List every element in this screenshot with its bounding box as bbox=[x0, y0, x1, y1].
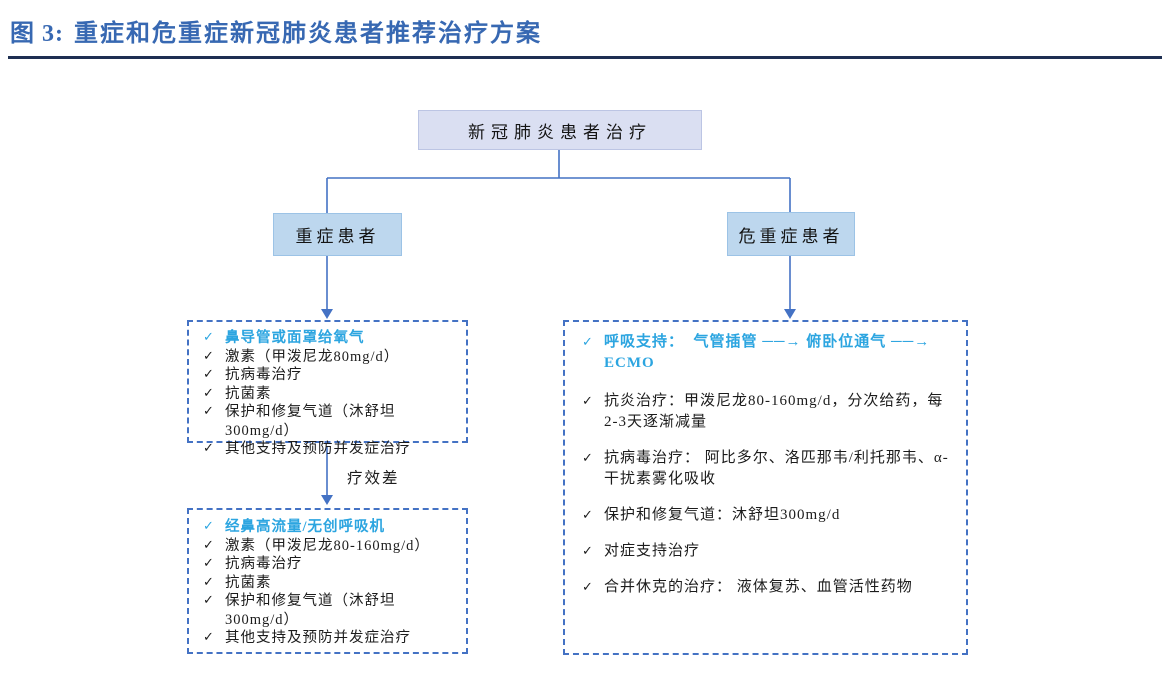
checkmark-icon: ✓ bbox=[582, 394, 593, 409]
root-node: 新冠肺炎患者治疗 bbox=[418, 110, 702, 150]
figure-number-label: 图 3: bbox=[10, 21, 64, 47]
checkmark-icon: ✓ bbox=[582, 508, 593, 523]
critical-treatment-box: ✓ 呼吸支持： 气管插管 ──→ 俯卧位通气 ──→ ECMO ✓ 抗炎治疗：甲… bbox=[563, 320, 968, 655]
tree-connector-lines bbox=[326, 150, 791, 213]
treatment-item-text: 抗炎治疗：甲泼尼龙80-160mg/d，分次给药，每2-3天逐渐减量 bbox=[604, 393, 944, 430]
critical-branch-label: 危重症患者 bbox=[738, 226, 844, 246]
checkmark-icon: ✓ bbox=[203, 537, 214, 553]
treatment-item: ✓ 抗菌素 bbox=[198, 385, 460, 404]
treatment-item: ✓ 鼻导管或面罩给氧气 bbox=[198, 329, 460, 348]
treatment-item-text: 合并休克的治疗： 液体复苏、血管活性药物 bbox=[604, 579, 913, 595]
checkmark-icon: ✓ bbox=[203, 593, 214, 608]
treatment-item-text: 保护和修复气道（沐舒坦300mg/d） bbox=[225, 593, 396, 628]
treatment-item: ✓ 其他支持及预防并发症治疗 bbox=[198, 629, 460, 648]
title-divider-rule bbox=[8, 56, 1162, 59]
severe-arrow-head-icon bbox=[321, 309, 333, 319]
treatment-item: ✓ 保护和修复气道（沐舒坦300mg/d） bbox=[198, 403, 460, 440]
transition-label: 疗效差 bbox=[347, 470, 400, 487]
checkmark-icon: ✓ bbox=[203, 556, 214, 571]
treatment-item: ✓ 激素（甲泼尼龙80mg/d） bbox=[198, 348, 460, 367]
treatment-item-text: 其他支持及预防并发症治疗 bbox=[225, 630, 411, 646]
checkmark-icon: ✓ bbox=[203, 630, 214, 645]
figure-title-text: 重症和危重症新冠肺炎患者推荐治疗方案 bbox=[74, 21, 542, 47]
transition-arrow-head-icon bbox=[321, 495, 333, 505]
treatment-item: ✓ 保护和修复气道：沐舒坦300mg/d bbox=[577, 505, 956, 526]
treatment-item-text: 抗病毒治疗 bbox=[225, 367, 303, 383]
severe-treatment-stage2-box: ✓ 经鼻高流量/无创呼吸机 ✓ 激素（甲泼尼龙80-160mg/d） ✓ 抗病毒… bbox=[187, 508, 468, 654]
checkmark-icon: ✓ bbox=[582, 451, 593, 466]
checkmark-icon: ✓ bbox=[203, 574, 214, 590]
treatment-item-text: 对症支持治疗 bbox=[604, 543, 701, 559]
treatment-item-text: 激素（甲泼尼龙80mg/d） bbox=[225, 348, 400, 365]
treatment-item-text: 激素（甲泼尼龙80-160mg/d） bbox=[225, 537, 430, 554]
treatment-item-text: 经鼻高流量/无创呼吸机 bbox=[225, 519, 386, 535]
figure-title: 图 3: 重症和危重症新冠肺炎患者推荐治疗方案 bbox=[10, 13, 542, 48]
checkmark-icon: ✓ bbox=[203, 404, 214, 419]
treatment-item: ✓ 抗菌素 bbox=[198, 574, 460, 593]
treatment-item: ✓ 抗病毒治疗： 阿比多尔、洛匹那韦/利托那韦、α-干扰素雾化吸收 bbox=[577, 448, 956, 490]
treatment-item-text: 保护和修复气道（沐舒坦300mg/d） bbox=[225, 404, 396, 439]
checkmark-icon: ✓ bbox=[203, 330, 214, 345]
treatment-item: ✓ 抗病毒治疗 bbox=[198, 555, 460, 574]
checkmark-icon: ✓ bbox=[203, 367, 214, 382]
treatment-item-text: 呼吸支持： 气管插管 ──→ 俯卧位通气 ──→ ECMO bbox=[604, 334, 936, 371]
treatment-item: ✓ 经鼻高流量/无创呼吸机 bbox=[198, 518, 460, 537]
treatment-item: ✓ 保护和修复气道（沐舒坦300mg/d） bbox=[198, 592, 460, 629]
treatment-item-text: 抗菌素 bbox=[225, 385, 272, 402]
critical-branch-node: 危重症患者 bbox=[727, 212, 855, 256]
checkmark-icon: ✓ bbox=[203, 385, 214, 401]
treatment-item: ✓ 合并休克的治疗： 液体复苏、血管活性药物 bbox=[577, 577, 956, 598]
treatment-item-text: 保护和修复气道：沐舒坦300mg/d bbox=[604, 507, 841, 523]
root-node-label: 新冠肺炎患者治疗 bbox=[468, 122, 652, 142]
severe-treatment-stage1-box: ✓ 鼻导管或面罩给氧气 ✓ 激素（甲泼尼龙80mg/d） ✓ 抗病毒治疗 ✓ 抗… bbox=[187, 320, 468, 457]
treatment-item-text: 抗病毒治疗： 阿比多尔、洛匹那韦/利托那韦、α-干扰素雾化吸收 bbox=[604, 450, 949, 487]
severe-branch-node: 重症患者 bbox=[273, 213, 402, 256]
checkmark-icon: ✓ bbox=[203, 348, 214, 364]
treatment-item-text: 鼻导管或面罩给氧气 bbox=[225, 330, 365, 346]
checkmark-icon: ✓ bbox=[203, 441, 214, 456]
critical-arrow-head-icon bbox=[784, 309, 796, 319]
checkmark-icon: ✓ bbox=[203, 519, 214, 534]
treatment-item: ✓ 激素（甲泼尼龙80-160mg/d） bbox=[198, 537, 460, 556]
severe-branch-label: 重症患者 bbox=[295, 227, 380, 246]
treatment-item-text: 抗菌素 bbox=[225, 574, 272, 591]
treatment-item: ✓ 其他支持及预防并发症治疗 bbox=[198, 440, 460, 459]
checkmark-icon: ✓ bbox=[582, 580, 593, 595]
checkmark-icon: ✓ bbox=[582, 544, 593, 559]
treatment-item-text: 抗病毒治疗 bbox=[225, 556, 303, 572]
checkmark-icon: ✓ bbox=[582, 335, 594, 350]
treatment-item: ✓ 呼吸支持： 气管插管 ──→ 俯卧位通气 ──→ ECMO bbox=[577, 332, 956, 374]
treatment-item: ✓ 抗病毒治疗 bbox=[198, 366, 460, 385]
treatment-item: ✓ 对症支持治疗 bbox=[577, 541, 956, 562]
treatment-item-text: 其他支持及预防并发症治疗 bbox=[225, 441, 411, 457]
treatment-item: ✓ 抗炎治疗：甲泼尼龙80-160mg/d，分次给药，每2-3天逐渐减量 bbox=[577, 391, 956, 433]
